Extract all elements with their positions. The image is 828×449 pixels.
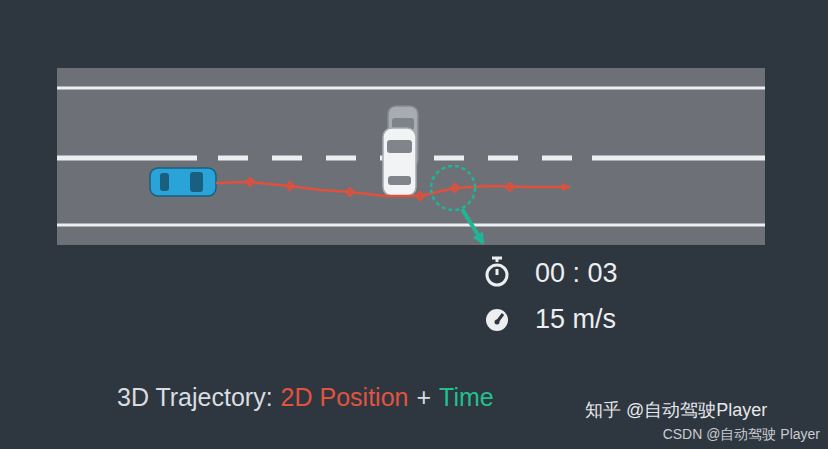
caption-part: 3D Trajectory:	[117, 383, 273, 412]
time-value: 00 : 03	[535, 258, 618, 289]
caption-part: +	[416, 383, 431, 412]
lane-edge	[57, 87, 765, 90]
caption-row: 3D Trajectory: 2D Position+ Time	[117, 383, 502, 412]
white-car	[383, 128, 416, 196]
caption-part: Time	[439, 383, 494, 412]
watermark: CSDN @自动驾驶 Player	[663, 426, 820, 442]
stopwatch-icon	[487, 258, 507, 285]
road	[57, 68, 765, 245]
highlight-circle	[431, 166, 475, 210]
lane-edge	[57, 224, 765, 227]
trajectory	[216, 182, 570, 196]
leader-arrow	[462, 209, 483, 243]
blue-car	[150, 168, 216, 196]
caption-part: 2D Position	[281, 383, 409, 412]
speed-value: 15 m/s	[535, 304, 616, 335]
watermark: 知乎 @自动驾驶Player	[585, 400, 767, 421]
speedometer-icon	[486, 309, 508, 331]
